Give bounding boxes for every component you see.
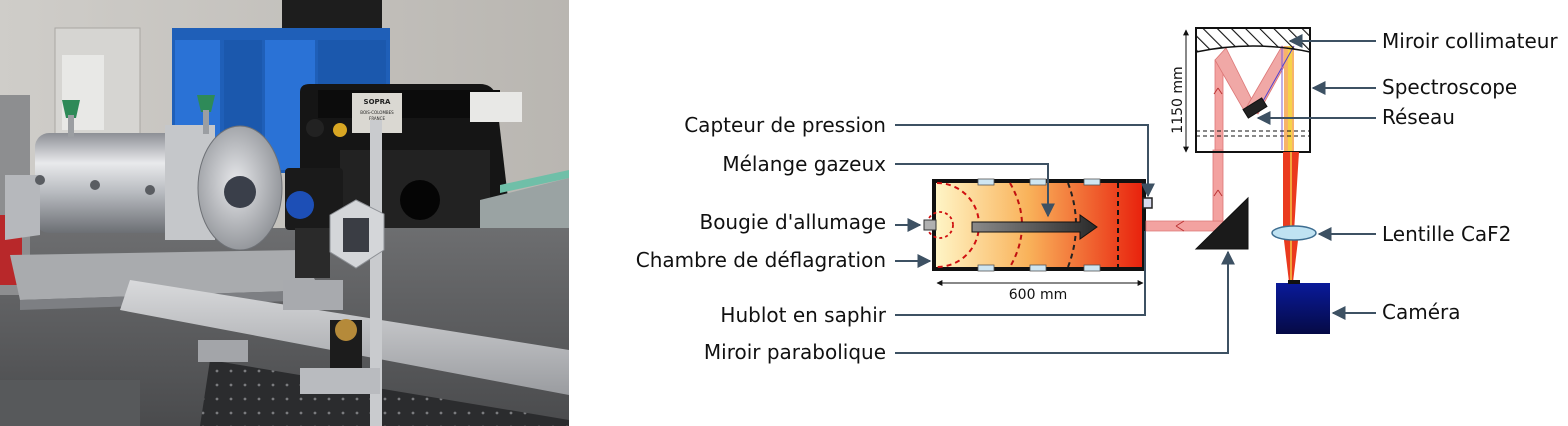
window-tab — [977, 178, 995, 186]
spark-plug — [923, 219, 937, 231]
window-tab — [1029, 178, 1047, 186]
label-spark-plug: Bougie d'allumage — [699, 210, 886, 234]
photo-brand-text: SOPRA — [364, 98, 392, 106]
leader-parabolic-mirror — [895, 250, 1235, 354]
chamber-length-label: 600 mm — [1009, 287, 1067, 303]
pressure-sensor — [1142, 197, 1153, 209]
window-tab — [1083, 178, 1101, 186]
label-gas-mixture: Mélange gazeux — [722, 152, 886, 176]
chamber-length-dimension: 600 mm — [936, 280, 1144, 303]
label-parabolic-mirror: Miroir parabolique — [704, 340, 886, 364]
propagation-arrow — [971, 214, 1098, 240]
photo-chamber — [35, 133, 200, 233]
label-lens: Lentille CaF2 — [1382, 222, 1511, 246]
camera — [1276, 283, 1330, 334]
spectroscope — [1195, 27, 1311, 153]
label-deflagration-chamber: Chambre de déflagration — [636, 248, 886, 272]
leader-gas-mixture — [895, 163, 1055, 218]
setup-photo: SOPRA BOIS-COLOMBES FRANCE — [0, 0, 569, 426]
label-sapphire-window: Hublot en saphir — [720, 303, 886, 327]
parabolic-mirror — [1194, 196, 1249, 250]
optical-beam — [1145, 45, 1294, 232]
label-collimating-mirror: Miroir collimateur — [1382, 29, 1558, 53]
window-tab — [1029, 264, 1047, 272]
photo-brand-line1: BOIS-COLOMBES — [360, 110, 394, 115]
window-tab — [977, 264, 995, 272]
label-camera: Caméra — [1382, 300, 1461, 324]
flame-front — [1009, 182, 1023, 268]
window-tab — [1083, 264, 1101, 272]
caf2-lens — [1271, 225, 1317, 241]
schematic-diagram: 600 mm 1150 mm — [636, 27, 1558, 364]
label-spectroscope: Spectroscope — [1382, 75, 1517, 99]
spectroscope-height-dimension: 1150 mm — [1170, 29, 1189, 153]
spectroscope-height-label: 1150 mm — [1170, 66, 1186, 133]
leader-pressure-sensor — [895, 124, 1155, 198]
deflagration-chamber — [923, 178, 1153, 272]
collimating-mirror — [1195, 27, 1311, 53]
photo-brand-line2: FRANCE — [369, 116, 385, 121]
label-pressure-sensor: Capteur de pression — [684, 113, 886, 137]
leader-sapphire-window — [895, 231, 1146, 316]
photo-case — [282, 0, 382, 28]
label-grating: Réseau — [1382, 105, 1455, 129]
